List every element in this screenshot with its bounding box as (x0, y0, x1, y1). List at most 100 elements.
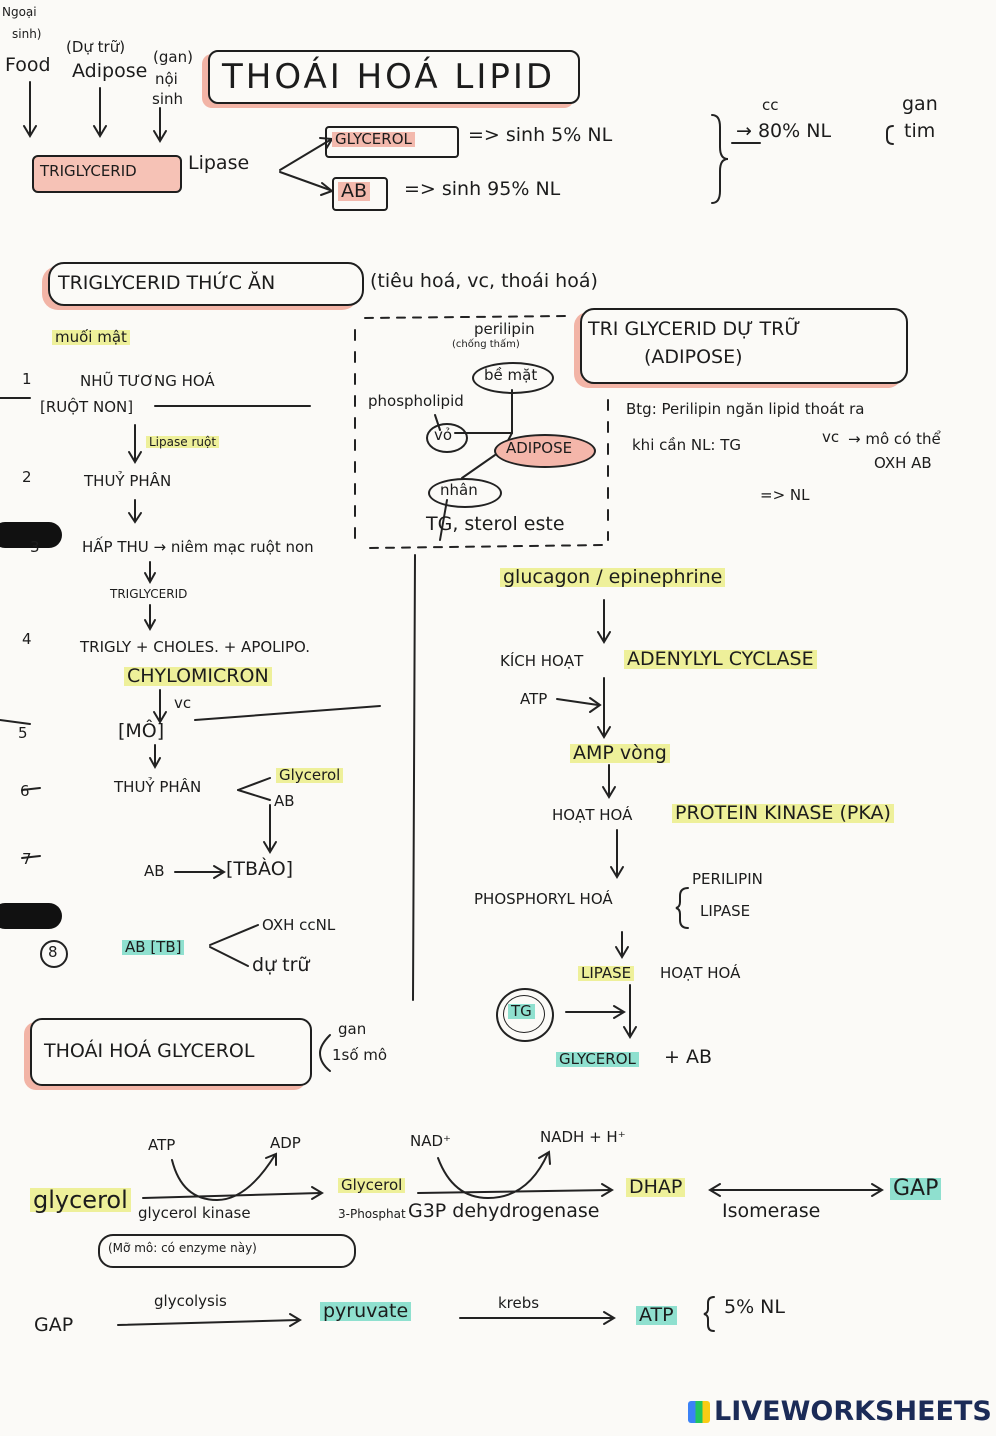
logo-icon (688, 1401, 710, 1423)
step-number: 1 (22, 370, 32, 388)
lipase-active-label: HOẠT HOÁ (660, 964, 741, 982)
krebs-label: krebs (498, 1294, 540, 1312)
stored-triglycerid-box (580, 308, 908, 384)
energy-80-label: → 80% NL (736, 120, 832, 142)
adenylyl-cyclase-label: ADENYLYL CYCLASE (624, 650, 817, 669)
glycerol-energy-note: => sinh 5% NL (468, 124, 613, 146)
stored-triglycerid-subtitle: (ADIPOSE) (644, 346, 743, 368)
oxidation-label: OXH ccNL (262, 916, 336, 934)
gap-start-label: GAP (34, 1314, 74, 1336)
step-location: [RUỘT NON] (40, 398, 134, 416)
atp-label: ATP (520, 690, 548, 708)
intestinal-lipase-label: Lipase ruột (146, 436, 220, 448)
shell-label: vỏ (434, 426, 453, 444)
dhap-label: DHAP (626, 1178, 686, 1197)
glycerol-result: GLYCEROL (556, 1052, 639, 1067)
binder-ring (0, 903, 62, 929)
page-title: THOÁI HOÁ LIPID (222, 57, 556, 97)
atp-product-label: ATP (636, 1306, 677, 1325)
transport-label: vc (822, 428, 840, 446)
ab-cell-label: AB [TB] (122, 940, 185, 955)
atp-label: ATP (148, 1136, 176, 1154)
energy-result: => NL (760, 486, 810, 504)
glycerol-label: GLYCEROL (332, 132, 415, 147)
bile-salts-label: muối mật (52, 330, 130, 345)
oxidation-note: OXH AB (874, 454, 932, 472)
source-adipose-label: Adipose (72, 60, 148, 82)
phospholipid-label: phospholipid (368, 392, 464, 410)
perilipin-note: (chống thấm) (452, 339, 520, 350)
surface-label: bề mặt (484, 366, 538, 384)
glycerol-kinase-label: glycerol kinase (138, 1204, 251, 1222)
tissue-label: [MÔ] (118, 720, 165, 742)
step-assembly: TRIGLY + CHOLES. + APOLIPO. (80, 638, 310, 656)
source-food-label: Food (5, 54, 51, 76)
adipose-label: ADIPOSE (506, 439, 573, 457)
step-emulsification: NHŨ TƯƠNG HOÁ (80, 372, 215, 390)
kinase-note: (Mỡ mô: có enzyme này) (108, 1241, 257, 1255)
hormone-label: glucagon / epinephrine (500, 568, 726, 587)
logo-text: LIVEWORKSHEETS (714, 1396, 992, 1427)
step-number: 8 (48, 943, 58, 961)
step-number-circle (40, 940, 68, 968)
glycerol-degradation-box (30, 1018, 312, 1086)
cell-label: [TBÀO] (226, 858, 294, 880)
adipose-oval (494, 434, 596, 468)
step-absorption: HẤP THU → niêm mạc ruột non (82, 538, 314, 556)
food-section-title: TRIGLYCERID THỨC ĂN (58, 272, 276, 294)
food-section-subtitle: (tiêu hoá, vc, thoái hoá) (370, 270, 598, 292)
glycolysis-label: glycolysis (154, 1292, 227, 1310)
source-adipose-label: (Dự trữ) (66, 38, 126, 56)
glycerol-substrate: glycerol (30, 1188, 131, 1212)
source-liver-label: sinh (152, 90, 183, 108)
kinase-note-oval (98, 1234, 356, 1268)
tissue-note: → mô có thể (848, 430, 941, 448)
perilipin-target: PERILIPIN (692, 870, 763, 888)
source-food-label: sinh) (12, 27, 42, 41)
gap-label: GAP (890, 1178, 942, 1200)
energy-need-note: khi cần NL: TG (632, 436, 742, 454)
source-food-label: Ngoại (2, 5, 37, 19)
step-number: 4 (22, 630, 32, 648)
ab-energy-note: => sinh 95% NL (404, 178, 561, 200)
perilipin-label: perilipin (474, 320, 535, 338)
step-number: 6 (20, 782, 30, 800)
title-box (208, 50, 580, 104)
pyruvate-label: pyruvate (320, 1302, 412, 1321)
storage-label: dự trữ (252, 954, 310, 976)
stored-triglycerid-title: TRI GLYCERID DỰ TRỮ (588, 318, 801, 340)
g3p-dehydrogenase-label: G3P dehydrogenase (408, 1200, 600, 1222)
cc-label: cc (762, 96, 779, 114)
nucleus-label: nhân (440, 481, 478, 499)
adp-label: ADP (270, 1134, 301, 1152)
pka-label: PROTEIN KINASE (PKA) (672, 804, 894, 823)
transport-label: vc (174, 694, 192, 712)
liveworksheets-logo: LIVEWORKSHEETS (688, 1396, 992, 1427)
step-number: 3 (30, 538, 40, 556)
shell-oval (426, 423, 468, 453)
ab-box (332, 177, 388, 211)
glycerol-box (325, 126, 459, 158)
step-number: 2 (22, 468, 32, 486)
step-number: 7 (22, 850, 32, 868)
tg-inner-circle (503, 995, 545, 1033)
lipase-active-label: LIPASE (578, 966, 635, 981)
ab-result: + AB (664, 1046, 712, 1068)
source-liver-label: nội (155, 70, 178, 88)
energy-5-label: 5% NL (724, 1296, 785, 1318)
triglycerid-label: TRIGLYCERID (40, 162, 137, 180)
tg-label: TG (508, 1004, 535, 1019)
step-hydrolysis-2: THUỶ PHÂN (114, 778, 202, 796)
step-hydrolysis: THUỶ PHÂN (84, 472, 172, 490)
heart-label: tim (904, 120, 936, 142)
step-number: 5 (18, 724, 28, 742)
g3p-label: Glycerol (338, 1178, 406, 1193)
surface-oval (472, 362, 554, 394)
nad-label: NAD⁺ (410, 1132, 451, 1150)
activate-label: KÍCH HOẠT (500, 652, 584, 670)
triglycerid-box (32, 155, 182, 193)
ab-label: AB (338, 182, 371, 201)
tissue-label: 1số mô (332, 1046, 388, 1064)
liver-label: gan (338, 1020, 367, 1038)
nucleus-oval (428, 478, 502, 508)
